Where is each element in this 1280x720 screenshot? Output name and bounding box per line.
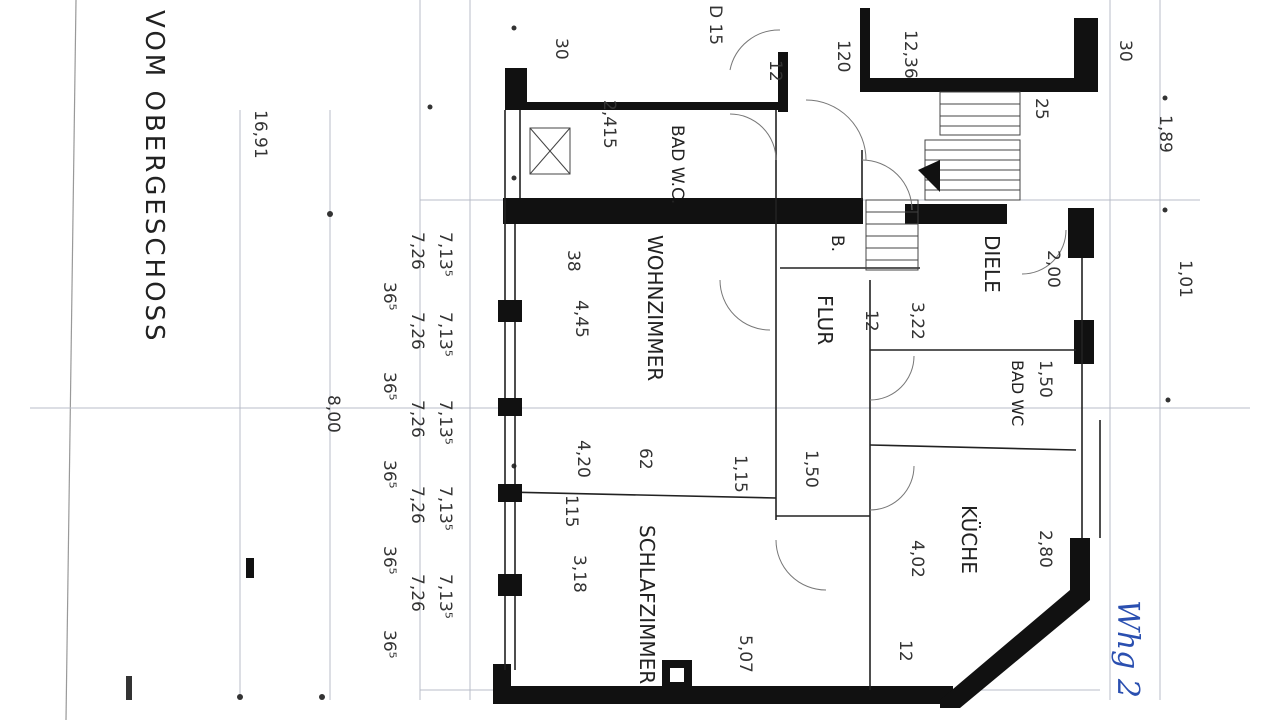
col-c-2: 7,26: [407, 400, 427, 438]
room-label-bad-wc-top: BAD W.C.: [667, 125, 687, 204]
dimension-labels: 16,91 8,00 4,45 4,20 3,18 5,07 4,02 3,22…: [250, 5, 1195, 673]
dim-120: 120: [833, 40, 853, 72]
dim-5-07: 5,07: [735, 635, 755, 673]
dim-overall: 16,91: [250, 110, 270, 159]
windows: [498, 300, 522, 596]
room-label-b: B.: [827, 235, 847, 252]
door-swings: [719, 29, 1067, 591]
dim-4-20: 4,20: [573, 440, 593, 478]
dim-30a: 30: [551, 38, 571, 60]
room-label-bad-wc-right: BAD WC: [1008, 360, 1027, 426]
dim-115: 115: [561, 495, 581, 527]
col-b-1: 7,13⁵: [435, 312, 455, 357]
dim-4-45: 4,45: [571, 300, 591, 338]
dim-62: 62: [635, 448, 655, 470]
col-d-3: 36⁵: [379, 546, 399, 574]
dim-d15: D 15: [705, 5, 725, 45]
room-label-kueche: KÜCHE: [957, 505, 981, 574]
col-a-1: 7,13⁵: [435, 232, 455, 277]
corner-mark: [126, 676, 132, 700]
dim-1-50b: 1,50: [1035, 360, 1055, 398]
col-d-1: 7,13⁵: [435, 486, 455, 531]
dim-12c: 12: [895, 640, 915, 662]
dim-1-89: 1,89: [1155, 115, 1175, 153]
dim-38: 38: [563, 250, 583, 272]
dim-25: 25: [1031, 98, 1051, 120]
dimension-dots: [237, 25, 1171, 700]
col-c-1: 7,13⁵: [435, 400, 455, 445]
partitions: [504, 110, 1101, 690]
margin-line: [65, 0, 77, 720]
dim-12a: 12: [765, 60, 785, 82]
dim-2-415: 2,415: [599, 100, 619, 149]
dim-4-02: 4,02: [907, 540, 927, 578]
dim-30b: 30: [1115, 40, 1135, 62]
col-b-3: 36⁵: [379, 372, 399, 400]
room-label-wohnzimmer: WOHNZIMMER: [643, 235, 667, 381]
room-labels: BAD W.C. WOHNZIMMER SCHLAFZIMMER DIELE F…: [635, 125, 1027, 684]
col-d-2: 7,26: [407, 486, 427, 524]
col-c-3: 36⁵: [379, 460, 399, 488]
chimney-mark: [529, 127, 571, 175]
dim-12-36: 12,36: [900, 30, 920, 79]
dim-1-01: 1,01: [1175, 260, 1195, 298]
dimension-columns: 7,13⁵ 7,26 36⁵ 7,13⁵ 7,26 36⁵ 7,13⁵ 7,26…: [379, 232, 455, 658]
walls: [493, 8, 1098, 708]
dim-2-00: 2,00: [1043, 250, 1063, 288]
col-e-2: 7,26: [407, 574, 427, 612]
dim-1-50a: 1,50: [801, 450, 821, 488]
room-label-diele: DIELE: [980, 235, 1004, 293]
dim-1-15: 1,15: [730, 455, 750, 493]
dim-3-18: 3,18: [569, 555, 589, 593]
ink-blot: [246, 558, 254, 578]
room-label-schlafzimmer: SCHLAFZIMMER: [635, 525, 659, 684]
plan-title: VOM OBERGESCHOSS: [139, 10, 169, 344]
handwritten-annotation: Whg 2: [1110, 600, 1145, 698]
dim-3-22: 3,22: [907, 302, 927, 340]
col-a-2: 7,26: [407, 232, 427, 270]
col-e-1: 7,13⁵: [435, 574, 455, 619]
col-b-2: 7,26: [407, 312, 427, 350]
dim-front: 8,00: [323, 395, 343, 433]
dim-12b: 12: [861, 310, 881, 332]
dim-2-80: 2,80: [1035, 530, 1055, 568]
staircase: [865, 91, 1021, 271]
col-a-3: 36⁵: [379, 282, 399, 310]
room-label-flur: FLUR: [813, 295, 837, 345]
col-e-3: 36⁵: [379, 630, 399, 658]
